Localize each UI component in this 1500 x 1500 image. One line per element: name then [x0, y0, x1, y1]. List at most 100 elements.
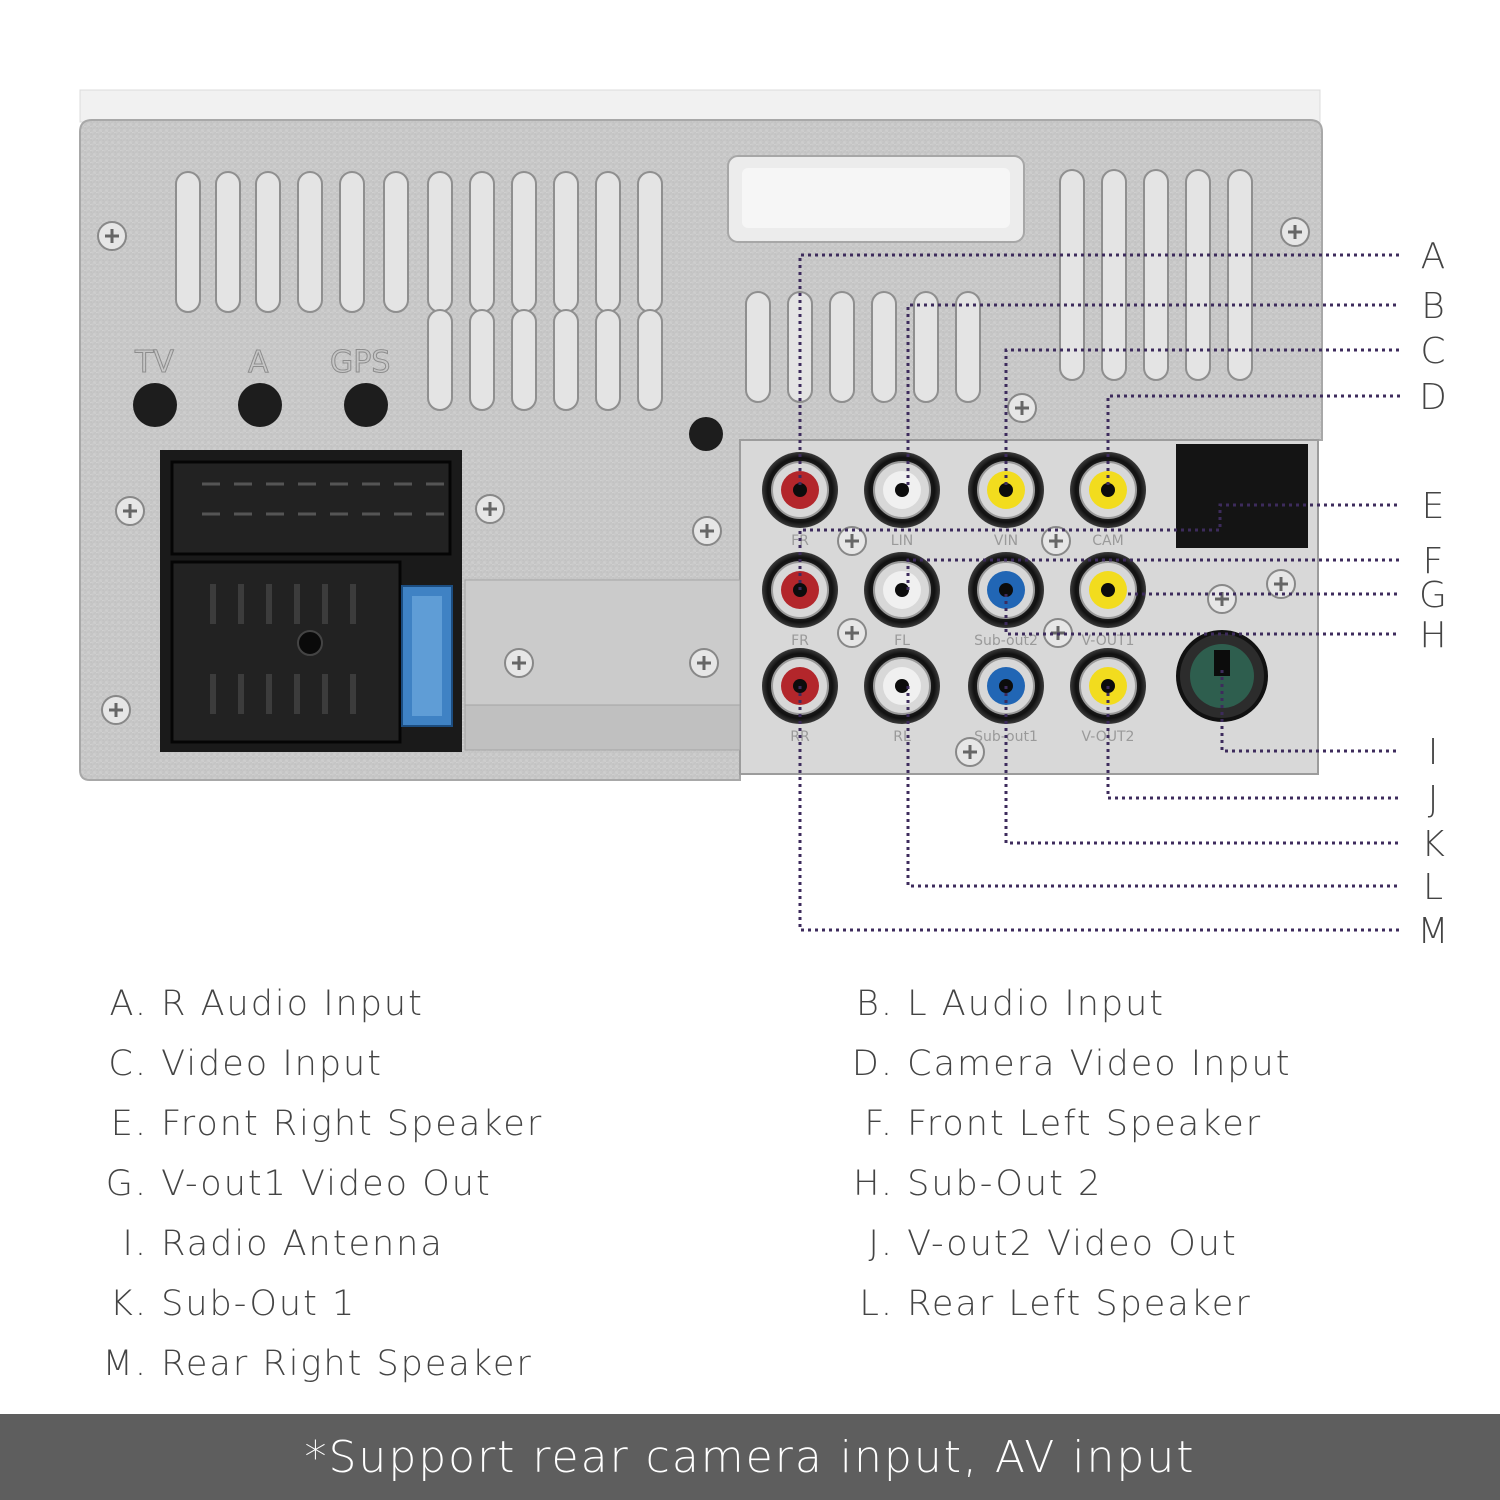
vent-slot — [175, 171, 201, 313]
antenna-label: A — [248, 345, 269, 380]
harness-pin — [322, 674, 328, 714]
legend-letter: L. — [859, 1284, 894, 1324]
leader-line-a — [798, 253, 1400, 485]
leader-line-d — [1106, 394, 1400, 485]
harness-pin — [294, 674, 300, 714]
callout-k: K — [1421, 824, 1445, 865]
legend-description: L Audio Input — [907, 984, 1165, 1024]
legend-item-l: L. Rear Left Speaker — [842, 1284, 1252, 1324]
rca-port-row1-2: LIN — [864, 452, 940, 549]
port-label: FR — [791, 633, 809, 649]
harness-pin — [350, 584, 356, 624]
legend-description: Camera Video Input — [907, 1044, 1292, 1084]
leader-line-j — [1106, 686, 1400, 800]
screw — [689, 648, 719, 678]
rca-port-row1-1: FR — [762, 452, 838, 549]
gps-label: GPS — [330, 345, 390, 380]
gps-hole — [344, 383, 388, 427]
port-label: V-OUT1 — [1082, 633, 1135, 649]
screw — [1041, 526, 1071, 556]
vent-slot — [553, 309, 579, 411]
legend-description: Sub-Out 2 — [907, 1164, 1103, 1204]
harness-pin — [294, 584, 300, 624]
vent-slot — [637, 309, 663, 411]
screw — [101, 695, 131, 725]
vent-slot — [215, 171, 241, 313]
legend-description: Front Left Speaker — [907, 1104, 1263, 1144]
vent-slot — [787, 291, 813, 403]
legend-letter: B. — [855, 984, 894, 1024]
vent-slots — [175, 169, 1253, 411]
vent-slot — [383, 171, 409, 313]
legend-item-b: B. L Audio Input — [842, 984, 1165, 1024]
tv-label: TV — [134, 345, 174, 380]
vent-slot — [427, 171, 453, 313]
leader-line-c — [1004, 348, 1400, 485]
screw — [97, 221, 127, 251]
leader-line-f — [906, 558, 1400, 590]
legend-letter: F. — [864, 1104, 894, 1144]
legend-item-h: H. Sub-Out 2 — [842, 1164, 1102, 1204]
vent-slot — [1185, 169, 1211, 381]
legend-item-d: D. Camera Video Input — [842, 1044, 1291, 1084]
legend-letter: K. — [109, 1284, 148, 1324]
vent-slot — [297, 171, 323, 313]
rca-port-row1-4: CAM — [1070, 452, 1146, 549]
vent-slot — [553, 171, 579, 313]
harness-pin — [210, 584, 216, 624]
legend-description: V-out1 Video Out — [161, 1164, 492, 1204]
radio-antenna-jack — [1176, 630, 1268, 722]
vent-slot — [427, 309, 453, 411]
vent-slot — [1143, 169, 1169, 381]
vent-slot — [913, 291, 939, 403]
callout-d: D — [1419, 377, 1447, 418]
vent-slot — [1101, 169, 1127, 381]
legend-description: Rear Right Speaker — [161, 1344, 533, 1384]
port-label: Sub-out2 — [974, 633, 1038, 649]
callout-f: F — [1423, 541, 1444, 582]
legend-letter: G. — [105, 1164, 148, 1204]
rca-port-row3-2: RL — [864, 648, 940, 745]
vent-slot — [339, 171, 365, 313]
screw — [1280, 217, 1310, 247]
harness-pin — [210, 674, 216, 714]
screw — [504, 648, 534, 678]
vent-slot — [255, 171, 281, 313]
iso-harness-connector — [160, 450, 462, 752]
callout-m: M — [1417, 911, 1448, 952]
rca-port-row2-2: FL — [864, 552, 940, 649]
screw — [692, 516, 722, 546]
harness-pin — [238, 674, 244, 714]
vent-slot — [871, 291, 897, 403]
legend-letter: C. — [108, 1044, 148, 1084]
chassis-top-edge — [79, 89, 1321, 123]
screw — [837, 618, 867, 648]
legend-letter: E. — [110, 1104, 148, 1144]
footer-banner: *Support rear camera input, AV input — [0, 1414, 1500, 1500]
legend-item-f: F. Front Left Speaker — [842, 1104, 1262, 1144]
legend-item-j: J. V-out2 Video Out — [842, 1224, 1238, 1264]
callout-j: J — [1428, 779, 1439, 820]
legend-description: Video Input — [161, 1044, 383, 1084]
leader-line-l — [906, 686, 1400, 888]
legend-letter: I. — [122, 1224, 148, 1264]
antenna-hole — [238, 383, 282, 427]
vent-slot — [595, 171, 621, 313]
screw — [1266, 569, 1296, 599]
vent-slot — [511, 171, 537, 313]
vent-slot — [469, 309, 495, 411]
legend-item-a: A. R Audio Input — [96, 984, 424, 1024]
metal-rail — [464, 579, 741, 706]
port-label: RL — [893, 729, 911, 745]
legend-letter: M. — [102, 1344, 148, 1384]
harness-pin — [266, 584, 272, 624]
leader-line-k — [1004, 686, 1400, 845]
leader-line-h — [1004, 594, 1400, 636]
screw — [475, 494, 505, 524]
legend-item-k: K. Sub-Out 1 — [96, 1284, 356, 1324]
camera-connector — [1176, 444, 1308, 548]
legend-description: Sub-Out 1 — [161, 1284, 357, 1324]
callout-i: I — [1428, 732, 1439, 773]
callout-c: C — [1420, 331, 1445, 372]
